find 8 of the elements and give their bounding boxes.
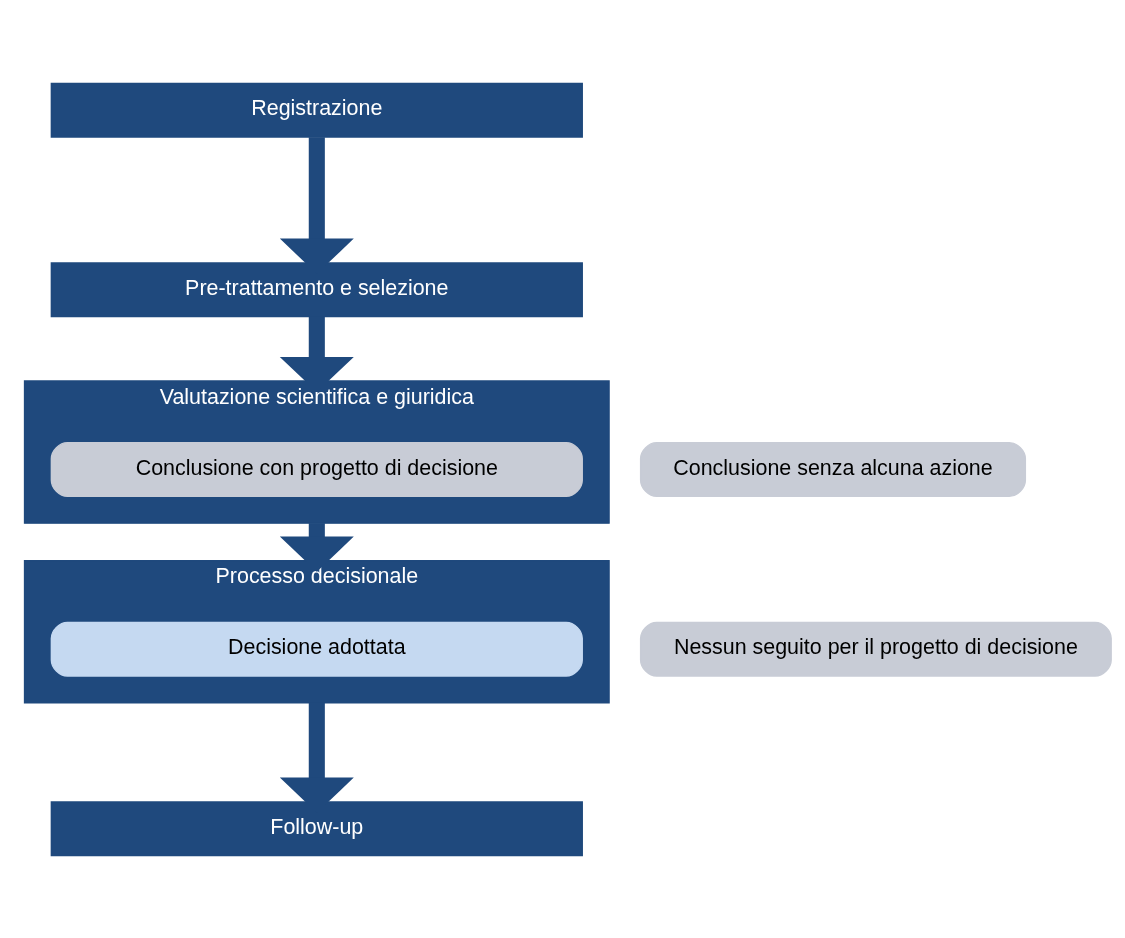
node-box: Conclusione con progetto di decisione bbox=[50, 441, 583, 497]
node-box: Conclusione senza alcuna azione bbox=[639, 441, 1027, 497]
node-box: Nessun seguito per il progetto di decisione bbox=[639, 621, 1112, 677]
node-box: Follow-up bbox=[50, 800, 583, 856]
node-box: Registrazione bbox=[50, 82, 583, 138]
node-box: Pre-trattamento e selezione bbox=[50, 261, 583, 317]
arrow bbox=[279, 522, 354, 572]
node-box: Decisione adottata bbox=[50, 621, 583, 677]
